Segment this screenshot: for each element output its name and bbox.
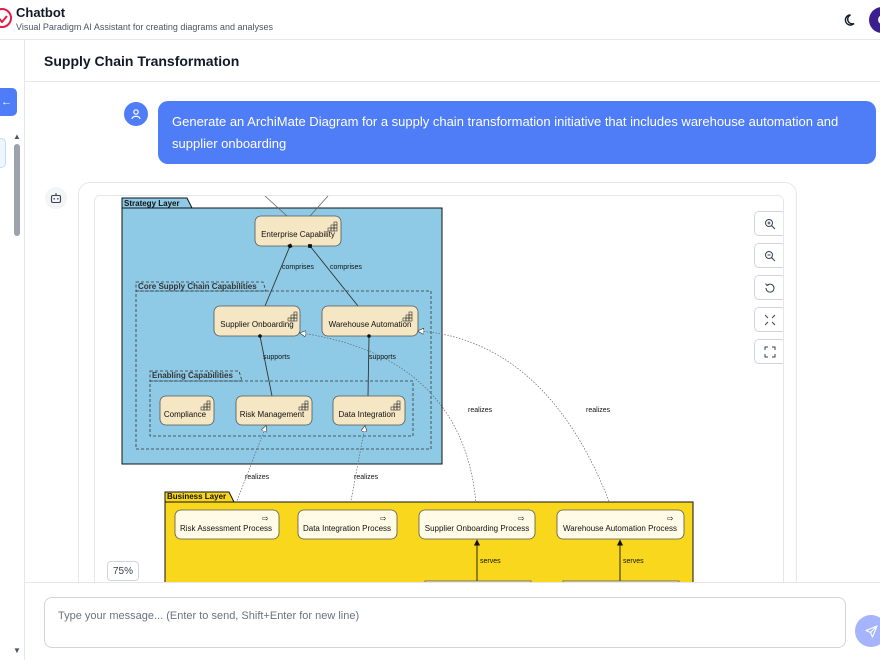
supports-label-right: supports	[369, 354, 396, 361]
process-arrow-icon: ⇨	[380, 514, 387, 523]
warehouse-automation-label: Warehouse Automation	[329, 320, 412, 329]
message-input[interactable]	[44, 597, 846, 648]
realizes-link-warehouse-process	[418, 331, 611, 505]
supports-link-warehouse	[367, 334, 371, 397]
data-integration-process-label: Data Integration Process	[303, 524, 391, 533]
sidebar: ← ▲ ▼	[0, 40, 25, 660]
user-message-avatar	[124, 102, 148, 126]
process-arrow-icon: ⇨	[518, 514, 525, 523]
app-subtitle: Visual Paradigm AI Assistant for creatin…	[16, 22, 273, 32]
realizes-label-supplier: realizes	[468, 407, 493, 414]
zoom-out-button[interactable]	[754, 243, 783, 268]
enterprise-capability-label: Enterprise Capability	[261, 230, 335, 239]
user-message-bubble: Generate an ArchiMate Diagram for a supp…	[158, 101, 876, 164]
enabling-group-tab	[149, 370, 243, 382]
risk-management-label: Risk Management	[240, 410, 305, 419]
user-icon	[131, 109, 141, 120]
comprises-link-warehouse	[307, 243, 359, 307]
supplier-onboarding-process-node[interactable]	[418, 509, 536, 540]
strategy-layer-label: Strategy Layer	[124, 199, 180, 208]
incoming-link-left	[264, 196, 288, 217]
scroll-down-icon[interactable]: ▼	[13, 646, 21, 655]
zoom-in-button[interactable]	[754, 211, 783, 236]
risk-management-node[interactable]	[235, 395, 313, 426]
realizes-link-risk	[234, 426, 266, 507]
reset-view-button[interactable]	[754, 275, 783, 300]
serves-label-supplier: serves	[480, 558, 501, 565]
app-title: Chatbot	[16, 5, 66, 20]
archimate-diagram[interactable]: Strategy Layer Enterprise Capability Cor…	[95, 196, 784, 602]
data-integration-process-node[interactable]	[297, 509, 398, 540]
bot-icon	[50, 193, 62, 204]
realizes-label-risk: realizes	[245, 474, 270, 481]
capability-icon	[287, 311, 298, 322]
process-arrow-icon: ⇨	[667, 514, 674, 523]
compliance-node[interactable]	[159, 395, 215, 426]
enabling-group-label: Enabling Capabilities	[152, 371, 233, 380]
business-layer-label: Business Layer	[167, 492, 226, 501]
fit-to-screen-icon	[764, 314, 776, 325]
message-input-area	[25, 582, 880, 660]
capability-icon	[200, 400, 211, 411]
risk-assessment-process-node[interactable]	[174, 509, 280, 540]
risk-assessment-process-label: Risk Assessment Process	[180, 524, 272, 533]
new-chat-button[interactable]: ←	[0, 88, 17, 116]
comprises-link-supplier	[264, 243, 293, 307]
zoom-out-icon	[765, 250, 776, 261]
chat-header: Supply Chain Transformation	[25, 40, 880, 82]
supports-label-left: supports	[263, 354, 290, 361]
app-header: Chatbot Visual Paradigm AI Assistant for…	[0, 0, 880, 40]
arrow-left-icon: ←	[1, 96, 12, 108]
scroll-up-icon[interactable]: ▲	[13, 132, 21, 141]
enterprise-capability-node[interactable]	[254, 215, 342, 247]
visual-paradigm-logo-icon	[0, 8, 12, 28]
zoom-in-icon	[765, 218, 776, 229]
send-button[interactable]	[855, 615, 880, 647]
incoming-link-right	[309, 196, 329, 217]
process-arrow-icon: ⇨	[262, 514, 269, 523]
supplier-onboarding-label: Supplier Onboarding	[220, 320, 293, 329]
zoom-level-indicator: 75%	[107, 561, 139, 581]
core-group-label: Core Supply Chain Capabilities	[138, 282, 257, 291]
core-capabilities-group[interactable]	[135, 290, 432, 450]
reset-icon	[765, 282, 775, 293]
data-integration-label: Data Integration	[339, 410, 396, 419]
sidebar-scrollbar[interactable]	[14, 144, 20, 236]
fullscreen-button[interactable]	[754, 339, 783, 364]
capability-icon	[390, 400, 401, 411]
realizes-label-warehouse: realizes	[586, 407, 611, 414]
warehouse-automation-process-node[interactable]	[556, 509, 685, 540]
capability-icon	[298, 400, 309, 411]
sidebar-item-active-chat[interactable]	[0, 138, 6, 168]
send-icon	[864, 624, 878, 638]
moon-icon[interactable]	[843, 12, 859, 28]
realizes-label-data: realizes	[354, 474, 379, 481]
comprises-label-right: comprises	[330, 264, 362, 271]
serves-label-warehouse: serves	[623, 558, 644, 565]
compliance-label: Compliance	[164, 410, 207, 419]
supplier-onboarding-node[interactable]	[213, 305, 301, 337]
capability-icon	[327, 221, 338, 232]
enabling-capabilities-group[interactable]	[149, 380, 414, 437]
capability-icon	[402, 311, 413, 322]
bot-response-card: Strategy Layer Enterprise Capability Cor…	[78, 182, 797, 602]
realizes-link-supplier-process	[300, 333, 477, 505]
data-integration-node[interactable]	[332, 395, 406, 426]
bot-avatar	[45, 187, 67, 209]
fullscreen-icon	[764, 346, 776, 357]
warehouse-automation-process-label: Warehouse Automation Process	[563, 524, 677, 533]
fit-to-screen-button[interactable]	[754, 307, 783, 332]
diagram-viewer[interactable]: Strategy Layer Enterprise Capability Cor…	[94, 195, 784, 602]
user-avatar[interactable]: C	[869, 7, 880, 33]
chat-title: Supply Chain Transformation	[44, 53, 240, 69]
supplier-onboarding-process-label: Supplier Onboarding Process	[425, 524, 530, 533]
comprises-label-left: comprises	[282, 264, 314, 271]
supports-link-supplier	[258, 334, 273, 397]
